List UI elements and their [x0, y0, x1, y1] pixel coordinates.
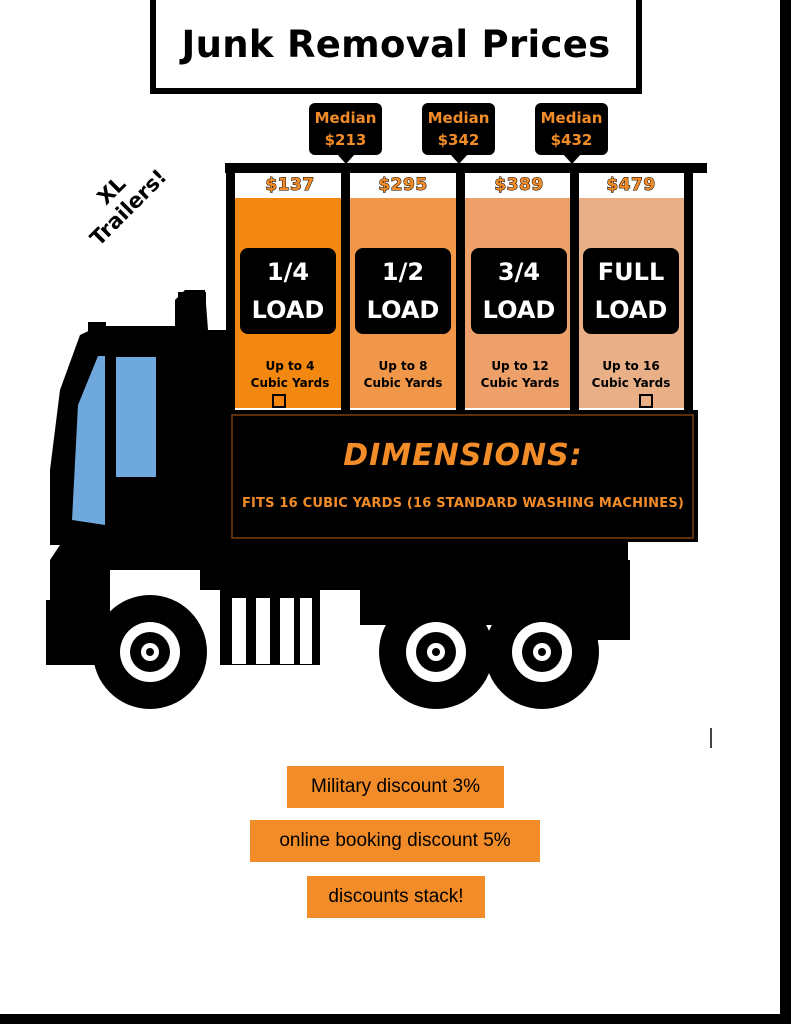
discounts-stack-note: discounts stack! [307, 876, 485, 918]
capacity-amount: Up to 12 [491, 359, 549, 373]
capacity-full: Up to 16 Cubic Yards [576, 358, 686, 392]
load-badge-half: 1/2 LOAD [355, 248, 451, 334]
top-rail [225, 163, 707, 173]
load-unit: LOAD [366, 296, 440, 324]
cab-side-window [72, 356, 105, 525]
capacity-unit: Cubic Yards [480, 376, 560, 390]
capacity-unit: Cubic Yards [363, 376, 443, 390]
dimensions-title: DIMENSIONS: [343, 438, 583, 473]
load-unit: LOAD [594, 296, 668, 324]
load-size: 1/2 [381, 258, 425, 286]
median-value: $342 [437, 131, 480, 149]
online-booking-discount: online booking discount 5% [250, 820, 540, 862]
load-size: 3/4 [497, 258, 541, 286]
median-label: Median [427, 109, 490, 127]
load-badge-three-quarter: 3/4 LOAD [471, 248, 567, 334]
dimensions-subtitle: FITS 16 CUBIC YARDS (16 STANDARD WASHING… [241, 496, 685, 511]
post [684, 163, 693, 413]
post [570, 163, 579, 413]
load-size: FULL [597, 258, 665, 286]
median-label: Median [314, 109, 377, 127]
median-value: $213 [324, 131, 367, 149]
price-three-quarter: $389 [494, 175, 544, 196]
load-unit: LOAD [251, 296, 325, 324]
median-value: $432 [550, 131, 593, 149]
capacity-unit: Cubic Yards [250, 376, 330, 390]
median-tag-half: Median $213 [309, 103, 382, 164]
page-title: Junk Removal Prices [181, 22, 611, 66]
median-tag-full: Median $432 [535, 103, 608, 164]
capacity-amount: Up to 4 [265, 359, 315, 373]
median-label: Median [540, 109, 603, 127]
cargo-box [228, 410, 698, 542]
rear-wheel-2 [485, 595, 599, 709]
capacity-three-quarter: Up to 12 Cubic Yards [465, 358, 575, 392]
cab-window [116, 357, 156, 477]
post [456, 163, 465, 413]
load-unit: LOAD [482, 296, 556, 324]
post [341, 163, 350, 413]
title-box: Junk Removal Prices [150, 0, 642, 94]
median-tag-three-quarter: Median $342 [422, 103, 495, 164]
load-size: 1/4 [266, 258, 310, 286]
price-flyer: Junk Removal Prices Median $213 Median $… [0, 0, 780, 1014]
capacity-quarter: Up to 4 Cubic Yards [235, 358, 345, 392]
load-badge-quarter: 1/4 LOAD [240, 248, 336, 334]
capacity-amount: Up to 16 [602, 359, 660, 373]
front-wheel [93, 595, 207, 709]
capacity-half: Up to 8 Cubic Yards [348, 358, 458, 392]
capacity-unit: Cubic Yards [591, 376, 671, 390]
price-half: $295 [378, 175, 428, 196]
rear-wheel-1 [379, 595, 493, 709]
load-badge-full: FULL LOAD [583, 248, 679, 334]
price-quarter: $137 [265, 175, 315, 196]
capacity-amount: Up to 8 [378, 359, 428, 373]
military-discount: Military discount 3% [287, 766, 504, 808]
price-full: $479 [606, 175, 656, 196]
post [226, 163, 235, 413]
